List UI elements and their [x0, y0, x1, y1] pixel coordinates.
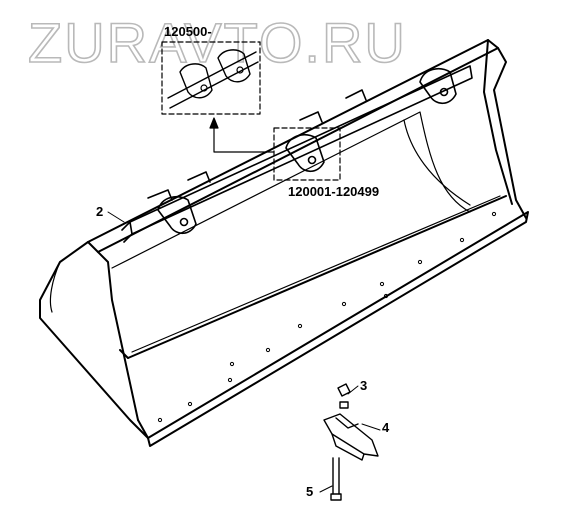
detail-callout-box	[273, 127, 341, 181]
bucket-inner-wall	[49, 111, 501, 353]
tooth-assembly	[323, 383, 379, 501]
callout-5: 5	[306, 484, 313, 499]
edge-bolt-holes	[157, 211, 497, 423]
top-rail	[121, 65, 473, 243]
bucket-body	[39, 39, 529, 447]
callout-3: 3	[360, 378, 367, 393]
detail-inset	[161, 41, 261, 115]
leader-lines	[107, 211, 381, 493]
watermark-text: ZURAVTO.RU	[28, 11, 407, 74]
detail-serial-old-label: 120001-120499	[288, 184, 379, 199]
detail-serial-new-label: 120500-	[164, 24, 212, 39]
callout-2: 2	[96, 204, 103, 219]
callout-4: 4	[382, 420, 390, 435]
hook-plates	[147, 68, 457, 235]
detail-arrow	[209, 117, 275, 153]
